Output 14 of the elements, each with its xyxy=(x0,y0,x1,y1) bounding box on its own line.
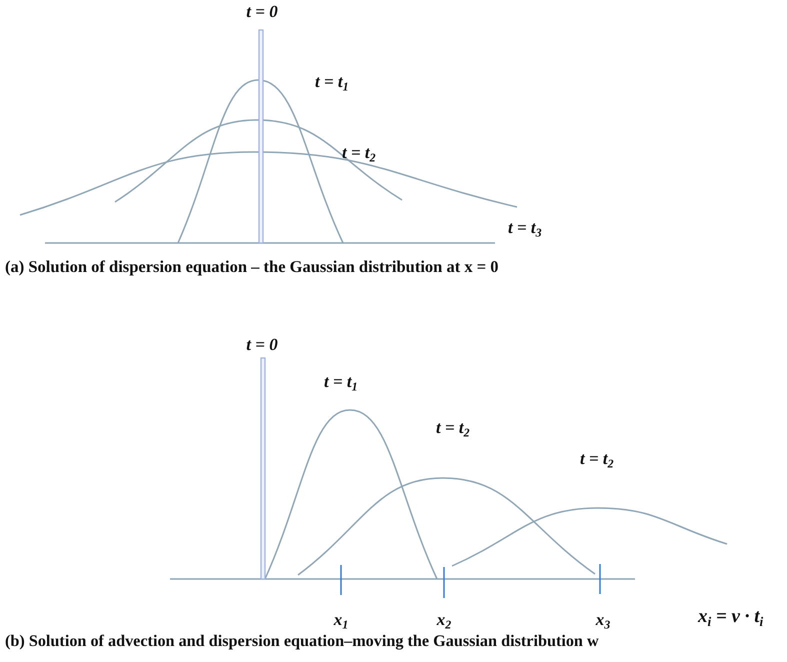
axis-label: x$_{1}$ xyxy=(334,610,348,632)
time-label: t = t$_{1}$ xyxy=(315,72,349,94)
time-label: t = 0 xyxy=(246,2,278,22)
axis-label: x$_{2}$ xyxy=(436,610,452,632)
formula: x$_{i}$ = v · t$_{i}$ xyxy=(698,606,764,630)
time-label: t = 0 xyxy=(246,335,278,356)
caption: (a) Solution of dispersion equation – the Gaussian distribution at x = 0 xyxy=(5,257,498,277)
time-label: t = t$_{2}$ xyxy=(580,449,614,471)
axis-label: x$_{3}$ xyxy=(596,610,610,632)
time-label: t = t$_{2}$ xyxy=(342,143,376,165)
time-label: t = t$_{2}$ xyxy=(436,418,470,440)
time-label: t = t$_{3}$ xyxy=(508,218,542,240)
time-label: t = t$_{1}$ xyxy=(324,372,358,394)
caption: (b) Solution of advection and dispersion equation–moving the Gaussian distribution w xyxy=(5,632,599,652)
